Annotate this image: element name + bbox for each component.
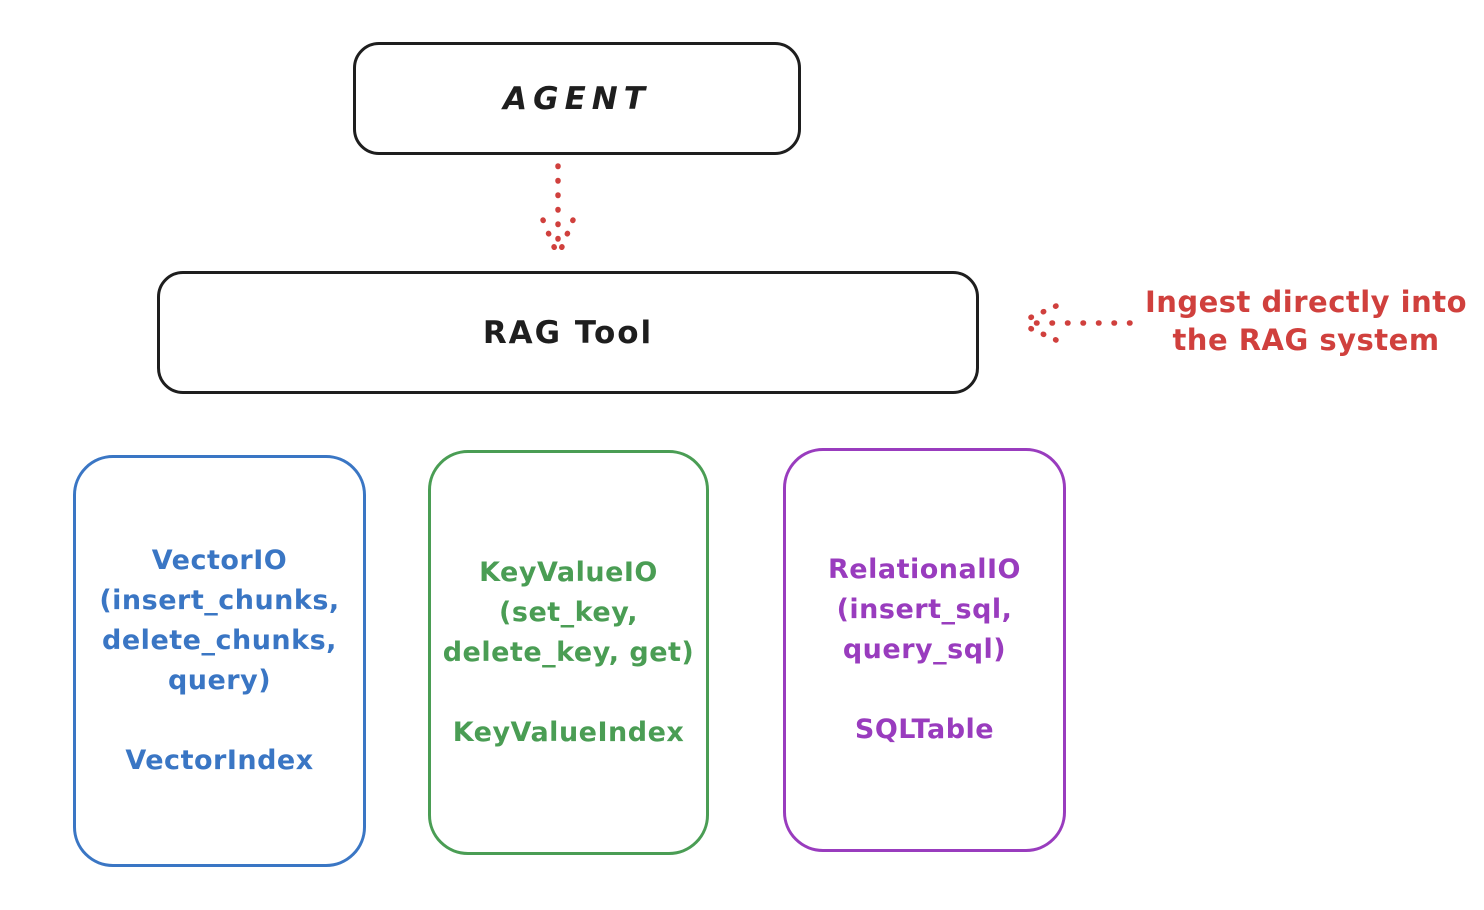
keyvalue-io-methods-line1: (set_key, [499,596,638,628]
dotted-arrow-down-icon [540,163,576,257]
vector-io-title: VectorIO [151,545,288,576]
keyvalue-io-methods-line2: delete_key, get) [442,636,695,668]
agent-box-label: AGENT [503,80,651,117]
ingest-annotation-line2: the RAG system [1172,323,1440,357]
sql-table-label: SQLTable [854,714,995,745]
keyvalue-io-box: KeyValueIO (set_key, delete_key, get) Ke… [428,450,709,855]
vector-io-methods-line3: query) [167,665,272,696]
keyvalue-index-label: KeyValueIndex [452,716,685,748]
relational-io-title: RelationalIO [828,554,1021,585]
vector-io-box: VectorIO (insert_chunks, delete_chunks, … [73,455,366,867]
vector-io-methods-line2: delete_chunks, [102,625,337,656]
rag-tool-box-label: RAG Tool [482,314,654,351]
rag-tool-box: RAG Tool [157,271,979,394]
relational-io-box: RelationalIO (insert_sql, query_sql) SQL… [783,448,1066,852]
vector-index-label: VectorIndex [125,745,314,776]
ingest-annotation: Ingest directly into the RAG system [1138,283,1474,359]
dotted-arrow-left-icon [1020,303,1133,343]
relational-io-methods-line2: query_sql) [842,634,1007,665]
agent-box: AGENT [353,42,801,155]
ingest-annotation-line1: Ingest directly into [1144,285,1468,319]
relational-io-methods-line1: (insert_sql, [836,594,1013,625]
keyvalue-io-title: KeyValueIO [479,556,658,588]
vector-io-methods-line1: (insert_chunks, [99,585,340,616]
